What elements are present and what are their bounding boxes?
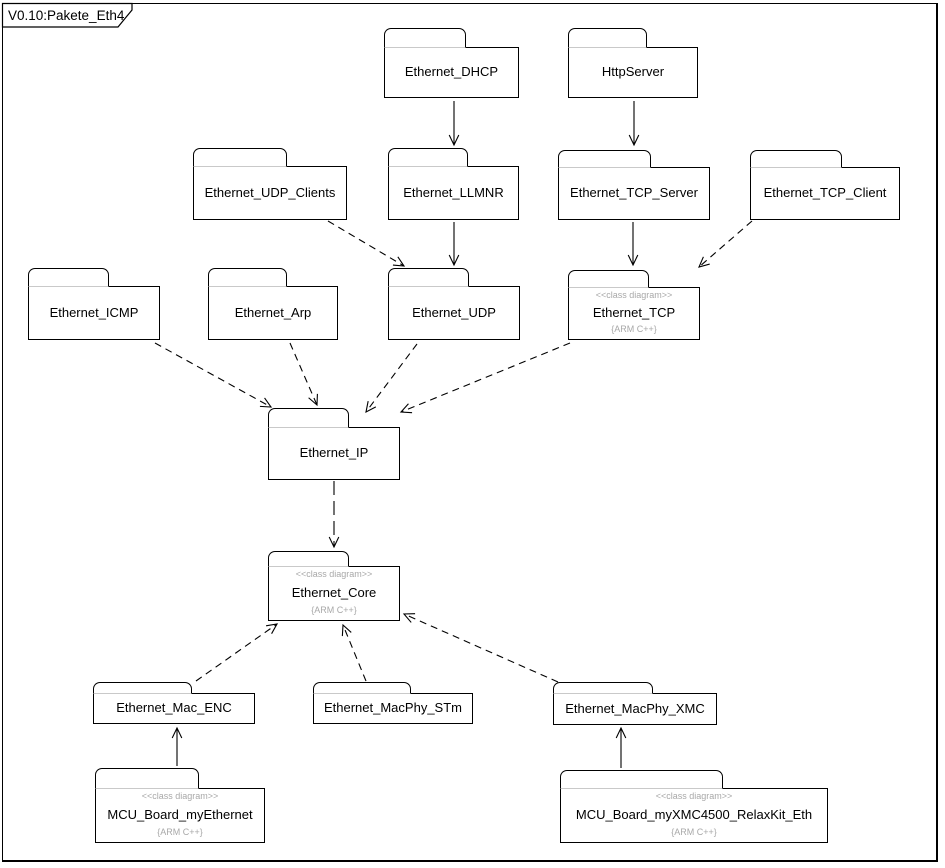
dependency-ethernet-icmp-to-ethernet-ip[interactable]: [154, 342, 273, 408]
dependency-ethernet-udp-to-ethernet-ip[interactable]: [365, 343, 418, 414]
package-tab: [568, 270, 649, 288]
dependency-ethernet-mac-enc-to-ethernet-core[interactable]: [195, 623, 279, 682]
package-stereotype: <<class diagram>>: [655, 791, 733, 801]
package-label: Ethernet_TCP_Server: [570, 185, 698, 201]
package-label: Ethernet_ICMP: [49, 304, 139, 320]
package-label: Ethernet_LLMNR: [403, 184, 504, 200]
package-label: Ethernet_UDP: [412, 304, 496, 320]
package-label: MCU_Board_myEthernet: [107, 806, 253, 822]
package-body: <<class diagram>> Ethernet_TCP {ARM C++}: [568, 287, 700, 340]
package-httpserver[interactable]: HttpServer: [568, 28, 698, 98]
package-body: Ethernet_UDP_Clients: [193, 166, 347, 220]
package-ethernet-udp-clients[interactable]: Ethernet_UDP_Clients: [193, 148, 347, 220]
package-body: Ethernet_Arp: [208, 286, 338, 340]
package-annotation: {ARM C++}: [311, 605, 357, 616]
package-ethernet-mac-enc[interactable]: Ethernet_Mac_ENC: [93, 682, 255, 724]
package-mcu-board-myxmc4500-relaxkit-eth[interactable]: <<class diagram>> MCU_Board_myXMC4500_Rel…: [560, 770, 828, 843]
dependency-ethernet-tcp-client-to-ethernet-tcp[interactable]: [698, 220, 753, 268]
package-ethernet-macphy-xmc[interactable]: Ethernet_MacPhy_XMC: [553, 682, 717, 725]
package-label: Ethernet_UDP_Clients: [204, 184, 336, 200]
package-body: <<class diagram>> Ethernet_Core {ARM C++}: [268, 566, 400, 621]
package-label: Ethernet_Arp: [234, 304, 312, 320]
package-label: Ethernet_DHCP: [404, 64, 499, 80]
package-label: Ethernet_TCP: [592, 304, 676, 320]
package-tab: [560, 770, 723, 789]
package-ethernet-ip[interactable]: Ethernet_IP: [268, 408, 400, 480]
package-body: Ethernet_DHCP: [384, 47, 519, 98]
package-tab: [553, 682, 653, 694]
package-body: Ethernet_TCP_Client: [750, 167, 900, 220]
package-tab: [750, 150, 842, 168]
package-body: HttpServer: [568, 47, 698, 98]
dependency-ethernet-udp-clients-to-ethernet-udp[interactable]: [327, 220, 406, 267]
dependency-ethernet-tcp-to-ethernet-ip[interactable]: [399, 342, 571, 414]
package-body: Ethernet_MacPhy_STm: [313, 693, 473, 724]
package-ethernet-tcp[interactable]: <<class diagram>> Ethernet_TCP {ARM C++}: [568, 270, 700, 340]
package-label: Ethernet_Mac_ENC: [116, 700, 232, 716]
package-label: Ethernet_MacPhy_STm: [323, 700, 462, 716]
package-label: Ethernet_Core: [291, 584, 377, 600]
package-label: Ethernet_IP: [299, 445, 369, 461]
package-ethernet-dhcp[interactable]: Ethernet_DHCP: [384, 28, 519, 98]
package-tab: [384, 28, 466, 48]
package-body: Ethernet_TCP_Server: [558, 167, 710, 220]
package-tab: [95, 768, 199, 789]
package-body: <<class diagram>> MCU_Board_myEthernet {AR…: [95, 788, 265, 843]
package-ethernet-macphy-stm[interactable]: Ethernet_MacPhy_STm: [313, 682, 473, 724]
package-ethernet-core[interactable]: <<class diagram>> Ethernet_Core {ARM C++}: [268, 551, 400, 621]
dependency-ethernet-macphy-xmc-to-ethernet-core[interactable]: [402, 613, 559, 683]
package-ethernet-tcp-client[interactable]: Ethernet_TCP_Client: [750, 150, 900, 220]
package-tab: [313, 682, 411, 694]
package-tab: [268, 551, 349, 567]
package-label: HttpServer: [601, 64, 665, 80]
package-label: Ethernet_MacPhy_XMC: [565, 700, 705, 716]
package-tab: [268, 408, 349, 428]
package-stereotype: <<class diagram>>: [141, 791, 219, 801]
diagram-title: V0.10:Pakete_Eth4: [8, 8, 125, 23]
dependency-ethernet-arp-to-ethernet-ip[interactable]: [289, 342, 318, 407]
diagram-frame-border: [2, 3, 938, 862]
package-ethernet-icmp[interactable]: Ethernet_ICMP: [28, 268, 160, 340]
dependency-ethernet-macphy-stm-to-ethernet-core[interactable]: [341, 623, 367, 682]
package-annotation: {ARM C++}: [611, 324, 657, 335]
package-annotation: {ARM C++}: [671, 827, 717, 838]
package-label: Ethernet_TCP_Client: [763, 185, 887, 201]
package-body: Ethernet_ICMP: [28, 286, 160, 340]
package-ethernet-udp[interactable]: Ethernet_UDP: [388, 268, 520, 340]
package-body: Ethernet_MacPhy_XMC: [553, 693, 717, 725]
package-ethernet-llmnr[interactable]: Ethernet_LLMNR: [388, 148, 519, 220]
frame-label-shape: [1, 2, 133, 28]
package-tab: [208, 268, 287, 287]
package-label: MCU_Board_myXMC4500_RelaxKit_Eth: [575, 806, 813, 822]
package-ethernet-tcp-server[interactable]: Ethernet_TCP_Server: [558, 150, 710, 220]
package-stereotype: <<class diagram>>: [595, 290, 673, 300]
frame-label: V0.10:Pakete_Eth4: [2, 3, 136, 28]
package-ethernet-arp[interactable]: Ethernet_Arp: [208, 268, 338, 340]
package-body: Ethernet_Mac_ENC: [93, 693, 255, 724]
package-stereotype: <<class diagram>>: [295, 569, 373, 579]
package-body: Ethernet_IP: [268, 427, 400, 480]
package-mcu-board-myethernet[interactable]: <<class diagram>> MCU_Board_myEthernet {AR…: [95, 768, 265, 843]
package-tab: [28, 268, 109, 287]
package-body: <<class diagram>> MCU_Board_myXMC4500_Rel…: [560, 788, 828, 843]
package-tab: [388, 268, 469, 287]
package-tab: [568, 28, 647, 48]
package-tab: [388, 148, 468, 167]
package-tab: [193, 148, 287, 167]
package-body: Ethernet_UDP: [388, 286, 520, 340]
package-annotation: {ARM C++}: [157, 827, 203, 838]
package-body: Ethernet_LLMNR: [388, 166, 519, 220]
package-tab: [558, 150, 651, 168]
package-tab: [93, 682, 192, 694]
